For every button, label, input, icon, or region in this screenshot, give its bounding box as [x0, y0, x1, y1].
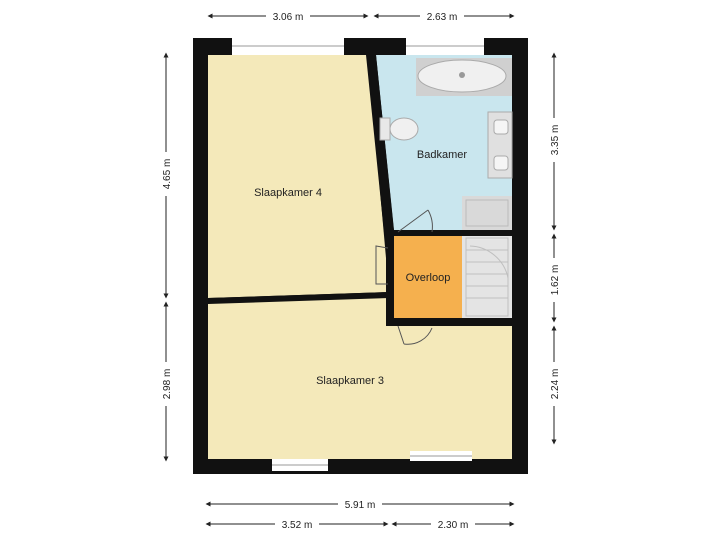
room-bathroom: [376, 55, 512, 230]
bathtub-icon: [416, 58, 512, 96]
window-bottom-right: [410, 451, 472, 461]
window-top-left: [232, 38, 344, 55]
svg-text:2.63 m: 2.63 m: [427, 12, 458, 23]
stair-area: [462, 234, 512, 320]
diagonal-wall: [366, 55, 394, 232]
label-landing: Overloop: [406, 272, 451, 284]
landing-bottom-wall: [386, 318, 516, 326]
sink-icon: [487, 111, 513, 179]
svg-text:3.35 m: 3.35 m: [550, 125, 561, 156]
door-bedroom-4: [375, 245, 389, 285]
landing-left-wall: [386, 236, 394, 326]
dimension-left-upper: 4.65 m: [159, 52, 173, 299]
svg-text:3.52 m: 3.52 m: [282, 520, 313, 531]
dimension-bottom-right: 2.30 m: [391, 518, 515, 531]
window-bottom-left: [272, 459, 328, 471]
door-bathroom: [397, 209, 433, 233]
landing-wall: [386, 230, 516, 236]
dimension-top-right: 2.63 m: [373, 10, 515, 23]
stair-icon: [465, 237, 509, 317]
dimension-bottom-left: 3.52 m: [205, 518, 389, 531]
room-bedroom-4: [208, 55, 389, 298]
toilet-icon: [379, 117, 419, 141]
room-landing: [394, 236, 462, 318]
room-bedroom-3: [208, 297, 512, 459]
svg-text:2.24 m: 2.24 m: [550, 369, 561, 400]
door-bedroom-3: [397, 325, 433, 345]
bedroom-divider-wall: [208, 292, 390, 304]
svg-text:2.30 m: 2.30 m: [438, 520, 469, 531]
window-top-right: [406, 38, 484, 55]
label-bedroom-3: Slaapkamer 3: [316, 375, 384, 387]
label-bathroom: Badkamer: [417, 149, 467, 161]
svg-text:1.62 m: 1.62 m: [550, 265, 561, 296]
svg-text:2.98 m: 2.98 m: [162, 369, 173, 400]
svg-text:4.65 m: 4.65 m: [162, 159, 173, 190]
dimension-bottom-total: 5.91 m: [205, 498, 515, 511]
dimension-right-upper: 3.35 m: [547, 52, 561, 231]
dimension-top-left: 3.06 m: [207, 10, 369, 23]
dimension-left-lower: 2.98 m: [159, 301, 173, 462]
shower: [462, 196, 512, 230]
svg-text:3.06 m: 3.06 m: [273, 12, 304, 23]
label-bedroom-4: Slaapkamer 4: [254, 187, 322, 199]
dimension-right-middle: 1.62 m: [547, 233, 561, 323]
dimension-right-lower: 2.24 m: [547, 325, 561, 445]
svg-text:5.91 m: 5.91 m: [345, 500, 376, 511]
